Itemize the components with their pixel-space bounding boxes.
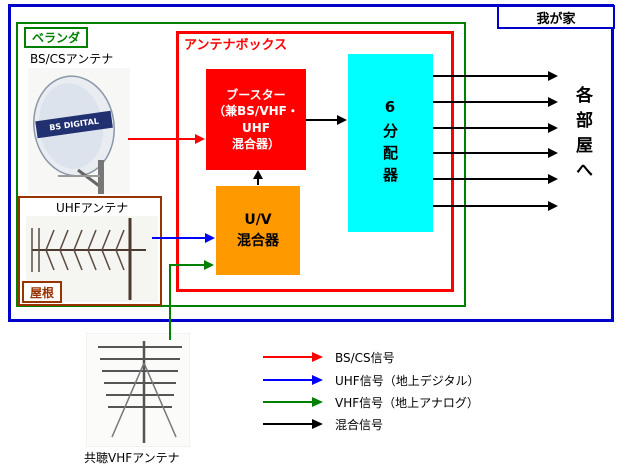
legend-label-mixed: 混合信号 <box>335 417 384 432</box>
legend-item-vhf: VHF信号（地上アナログ） <box>263 394 479 410</box>
house-boundary <box>8 4 614 322</box>
green-arrow-icon <box>263 397 323 407</box>
legend-item-bscs: BS/CS信号 <box>263 349 395 365</box>
red-arrow-icon <box>263 352 323 362</box>
rooms-label: 各部屋へ <box>572 86 592 186</box>
roof-label: 屋根 <box>22 281 63 303</box>
satellite-dish-icon: BS DIGITAL <box>28 68 130 194</box>
booster-node: ブースター （兼BS/VHF・ UHF 混合器） <box>206 69 306 170</box>
bscs-antenna-image: BS DIGITAL <box>28 68 130 194</box>
legend-label-vhf: VHF信号（地上アナログ） <box>335 395 479 410</box>
vhf-antenna-icon <box>86 333 190 447</box>
uhf-antenna-label: UHFアンテナ <box>56 201 129 215</box>
blue-arrow-icon <box>263 375 323 385</box>
vhf-antenna-caption: 共聴VHFアンテナ <box>84 451 180 465</box>
legend-item-mixed: 混合信号 <box>263 416 383 432</box>
veranda-boundary <box>16 22 466 307</box>
antenna-box-boundary <box>176 31 454 292</box>
house-label: 我が家 <box>497 5 615 29</box>
legend-item-uhf: UHF信号（地上デジタル） <box>263 372 479 388</box>
vhf-antenna-image <box>86 333 190 447</box>
legend-label-bscs: BS/CS信号 <box>335 350 395 365</box>
splitter-node: 6分配器 <box>348 54 433 232</box>
bscs-antenna-label: BS/CSアンテナ <box>30 52 114 66</box>
uv-mixer-node: U/V 混合器 <box>216 186 300 275</box>
veranda-label: ベランダ <box>24 27 89 48</box>
black-arrow-icon <box>263 419 323 429</box>
legend-label-uhf: UHF信号（地上デジタル） <box>335 373 480 388</box>
antenna-box-label: アンテナボックス <box>182 34 290 53</box>
